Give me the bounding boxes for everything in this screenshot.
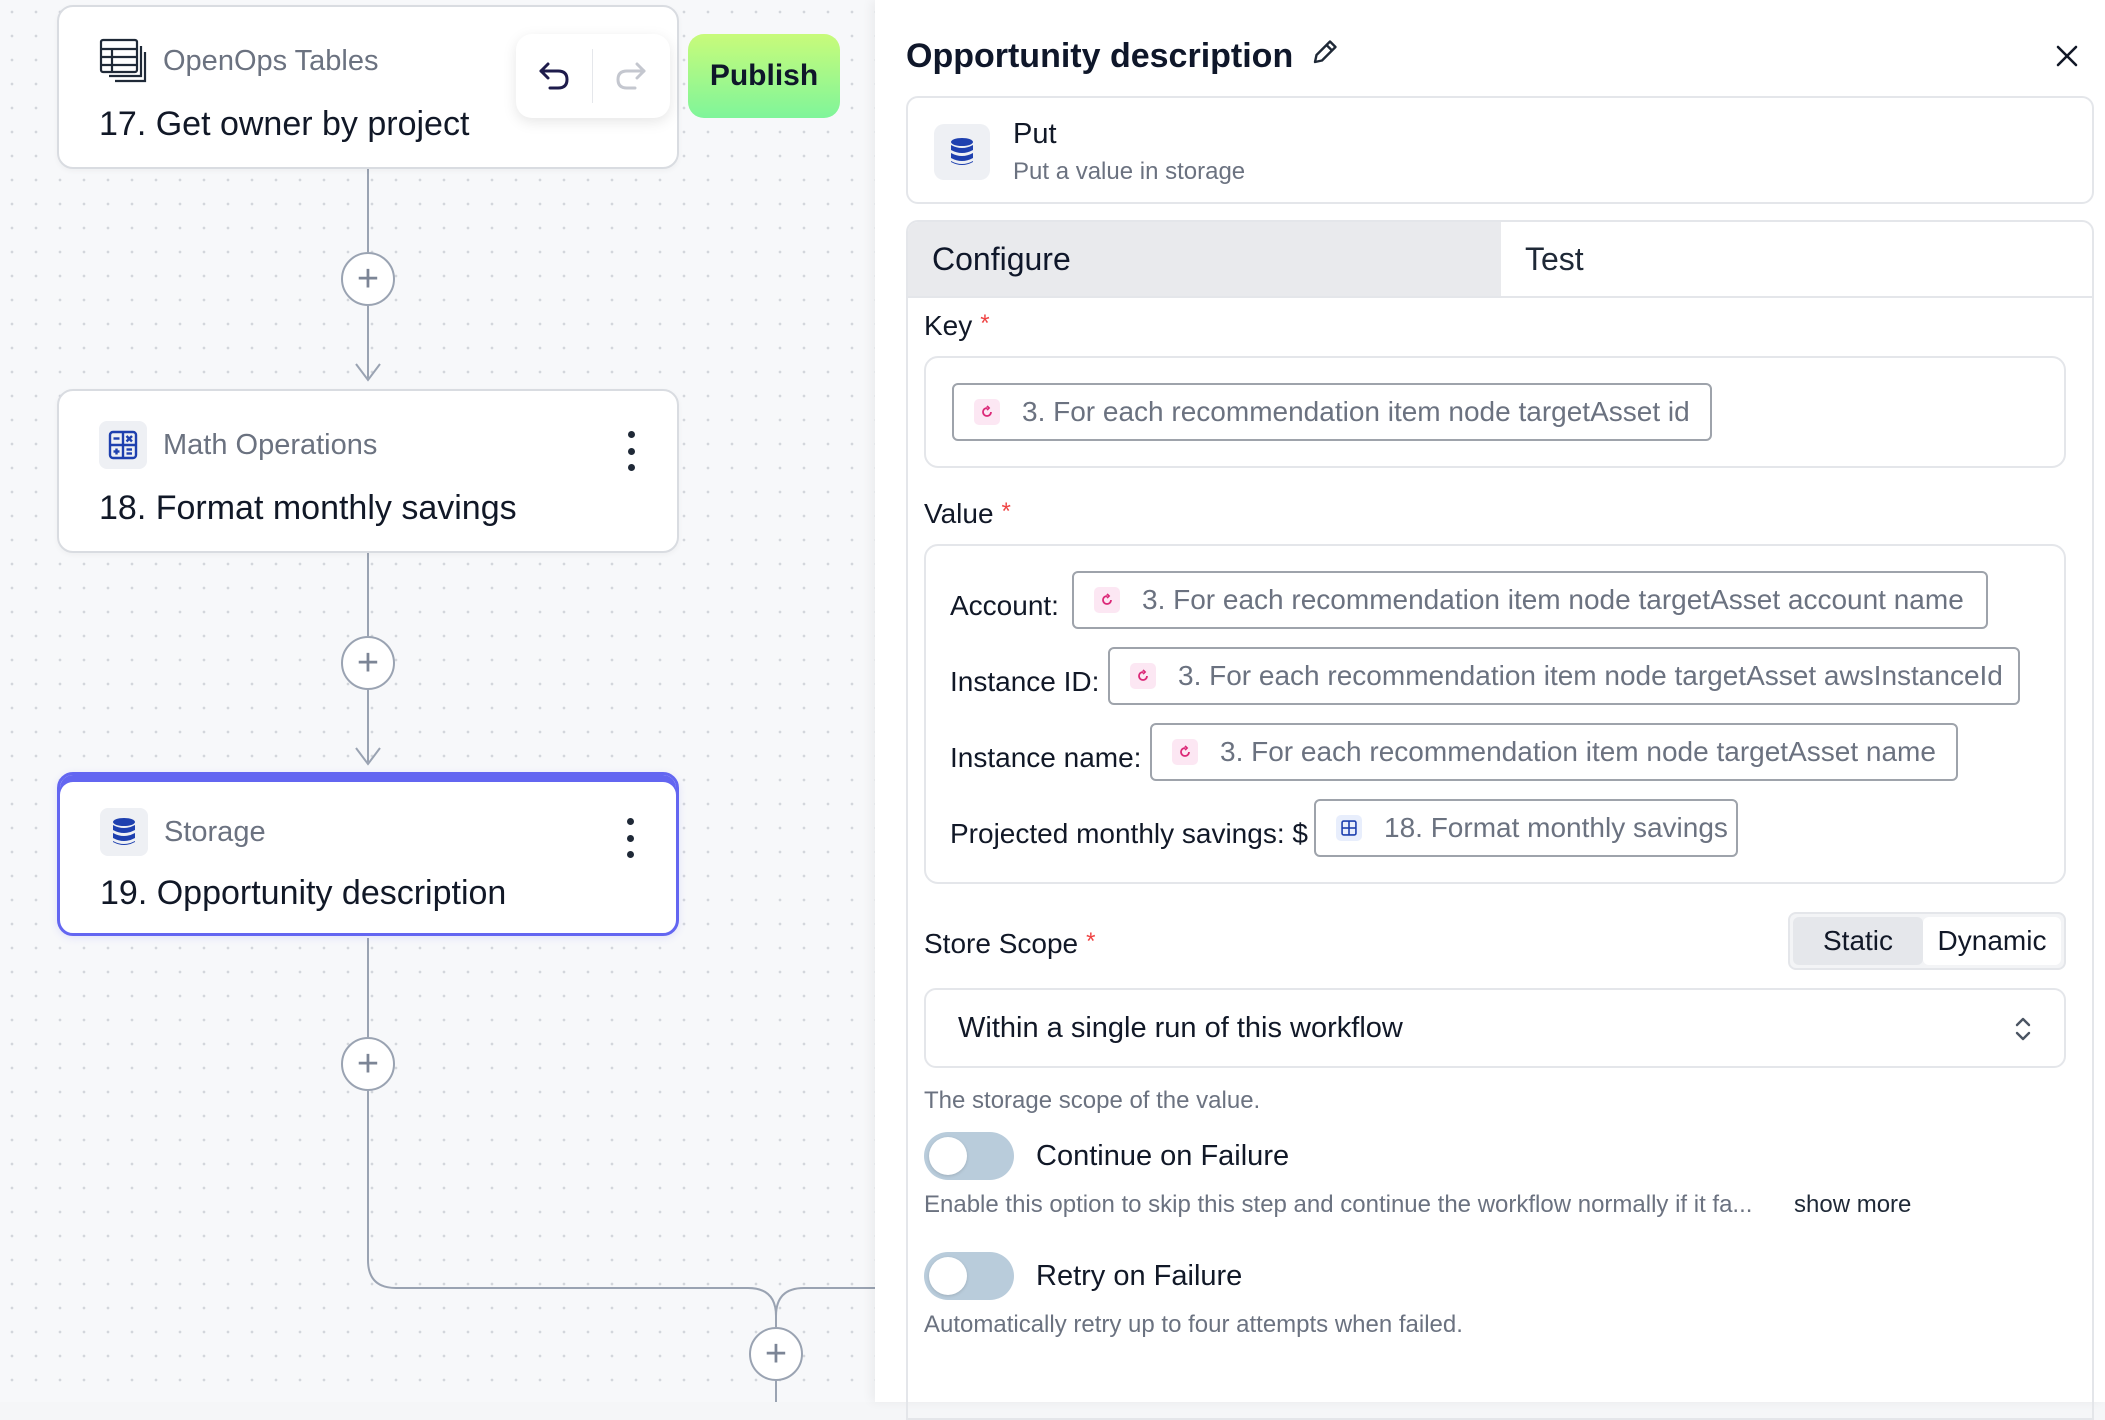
action-card[interactable]: Put Put a value in storage: [906, 96, 2094, 204]
node-menu-button[interactable]: [624, 818, 636, 858]
continue-on-failure-toggle[interactable]: [924, 1132, 1014, 1180]
retry-on-failure-label: Retry on Failure: [1036, 1260, 1243, 1292]
value-variable-chip[interactable]: 3. For each recommendation item node tar…: [1150, 723, 1958, 781]
node-menu-button[interactable]: [625, 431, 637, 471]
store-scope-label-text: Store Scope: [924, 928, 1079, 959]
node-app-name: OpenOps Tables: [163, 44, 379, 77]
panel-title: Opportunity description: [906, 36, 1341, 77]
toolbar-divider: [592, 49, 593, 103]
database-icon: [100, 808, 148, 856]
history-toolbar: [516, 34, 670, 118]
value-row-label: Instance ID:: [950, 666, 1100, 697]
value-variable-chip[interactable]: 3. For each recommendation item node tar…: [1108, 647, 2020, 705]
panel-title-text: Opportunity description: [906, 37, 1294, 75]
key-label: Key *: [924, 310, 990, 342]
store-scope-help: The storage scope of the value.: [924, 1087, 1261, 1114]
table-stack-icon: [99, 37, 147, 85]
loop-icon: [1172, 739, 1198, 765]
value-variable-chip[interactable]: 3. For each recommendation item node tar…: [1072, 571, 1988, 629]
required-mark: *: [1086, 928, 1096, 955]
loop-icon: [974, 399, 1000, 425]
value-variable-chip[interactable]: 18. Format monthly savings: [1314, 799, 1738, 857]
action-description: Put a value in storage: [1013, 158, 1246, 185]
add-branch-step-button[interactable]: +: [749, 1327, 803, 1381]
pencil-icon[interactable]: [1309, 36, 1341, 77]
close-panel-button[interactable]: [2047, 36, 2087, 76]
flow-connectors: [355, 169, 875, 1402]
required-mark: *: [1001, 498, 1011, 525]
undo-button[interactable]: [516, 34, 592, 118]
toggle-knob: [929, 1137, 967, 1175]
loop-icon: [1094, 587, 1120, 613]
retry-on-failure-help: Automatically retry up to four attempts …: [924, 1311, 1463, 1338]
calculator-icon: [1336, 815, 1362, 841]
store-scope-label: Store Scope *: [924, 928, 1095, 960]
workflow-node-19[interactable]: Storage 19. Opportunity description: [57, 772, 679, 936]
required-mark: *: [980, 310, 990, 337]
database-icon: [934, 124, 990, 180]
continue-on-failure-help: Enable this option to skip this step and…: [924, 1191, 1753, 1218]
scope-mode-toggle: Static Dynamic: [1788, 912, 2066, 970]
redo-icon: [616, 62, 646, 90]
key-label-text: Key: [924, 310, 973, 341]
node-title: 19. Opportunity description: [100, 874, 507, 912]
undo-icon: [539, 62, 569, 90]
value-row-label: Projected monthly savings: $: [950, 818, 1308, 849]
key-chip-text: 3. For each recommendation item node tar…: [1022, 396, 1690, 427]
node-app-name: Math Operations: [163, 428, 378, 461]
workflow-canvas[interactable]: OpenOps Tables 17. Get owner by project …: [0, 0, 875, 1402]
node-title: 18. Format monthly savings: [99, 489, 517, 527]
action-name: Put: [1013, 118, 1057, 150]
node-title: 17. Get owner by project: [99, 105, 470, 143]
show-more-link[interactable]: show more: [1794, 1191, 1912, 1218]
tab-test[interactable]: Test: [1525, 240, 1584, 277]
publish-button[interactable]: Publish: [688, 34, 840, 118]
store-scope-select[interactable]: Within a single run of this workflow: [924, 988, 2066, 1068]
dynamic-mode-button[interactable]: Dynamic: [1923, 917, 2061, 965]
calculator-icon: [99, 421, 147, 469]
value-chip-text: 3. For each recommendation item node tar…: [1178, 660, 2003, 691]
toggle-knob: [929, 1257, 967, 1295]
chevron-up-down-icon: [2015, 1017, 2031, 1041]
value-chip-text: 18. Format monthly savings: [1384, 812, 1728, 843]
close-icon: [2056, 45, 2078, 67]
redo-button[interactable]: [593, 34, 669, 118]
continue-on-failure-label: Continue on Failure: [1036, 1140, 1290, 1172]
retry-on-failure-toggle[interactable]: [924, 1252, 1014, 1300]
workflow-node-18[interactable]: Math Operations 18. Format monthly savin…: [57, 389, 679, 553]
key-variable-chip[interactable]: 3. For each recommendation item node tar…: [952, 383, 1712, 441]
store-scope-value: Within a single run of this workflow: [958, 1011, 1403, 1044]
value-label-text: Value: [924, 498, 994, 529]
value-label: Value *: [924, 498, 1011, 530]
add-step-button[interactable]: +: [341, 1037, 395, 1091]
tab-bar: Configure Test: [908, 222, 2092, 298]
value-row-label: Instance name:: [950, 742, 1142, 773]
static-mode-button[interactable]: Static: [1793, 917, 1923, 965]
value-row-label: Account:: [950, 590, 1059, 621]
loop-icon: [1130, 663, 1156, 689]
value-chip-text: 3. For each recommendation item node tar…: [1220, 736, 1936, 767]
tab-configure[interactable]: Configure: [908, 222, 1501, 296]
node-app-name: Storage: [164, 815, 266, 848]
add-step-button[interactable]: +: [341, 252, 395, 306]
value-chip-text: 3. For each recommendation item node tar…: [1142, 584, 1964, 615]
add-step-button[interactable]: +: [341, 636, 395, 690]
